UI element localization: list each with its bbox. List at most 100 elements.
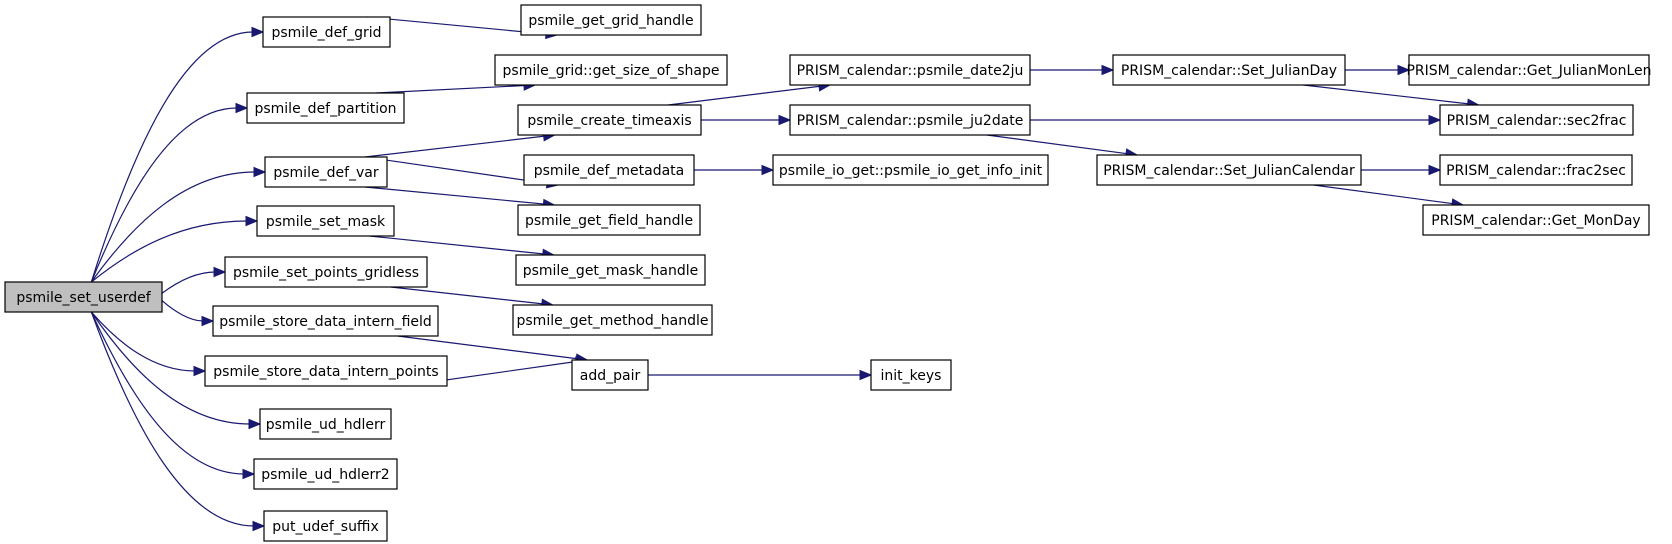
edge-arrowhead xyxy=(193,365,207,377)
graph-node[interactable]: psmile_def_metadata xyxy=(523,154,695,186)
node-label: put_udef_suffix xyxy=(272,519,379,535)
graph-node[interactable]: psmile_io_get::psmile_io_get_info_init xyxy=(772,154,1049,186)
graph-node[interactable]: psmile_get_mask_handle xyxy=(515,254,706,286)
node-label: psmile_create_timeaxis xyxy=(527,113,691,129)
nodes-layer: psmile_set_userdef psmile_def_grid psmile_… xyxy=(4,4,1652,542)
graph-node[interactable]: psmile_get_method_handle xyxy=(512,304,713,336)
edge-arrowhead xyxy=(252,520,266,532)
graph-node[interactable]: psmile_set_mask xyxy=(256,205,395,237)
graph-node[interactable]: psmile_def_var xyxy=(264,156,388,188)
node-label: PRISM_calendar::Set_JulianCalendar xyxy=(1103,163,1355,179)
graph-node[interactable]: psmile_grid::get_size_of_shape xyxy=(494,54,728,86)
node-label: psmile_get_grid_handle xyxy=(528,13,693,29)
graph-node[interactable]: psmile_create_timeaxis xyxy=(517,104,702,136)
edge-arrowhead xyxy=(242,468,256,480)
edge-arrowhead xyxy=(761,164,775,176)
edge-arrowhead xyxy=(245,215,259,227)
edge-arrowhead xyxy=(1428,114,1442,126)
node-box xyxy=(520,4,702,36)
graph-node[interactable]: psmile_ud_hdlerr2 xyxy=(253,458,398,490)
graph-node[interactable]: add_pair xyxy=(571,359,649,391)
graph-node[interactable]: psmile_set_userdef xyxy=(4,281,163,313)
edge-arrowhead xyxy=(213,266,227,278)
graph-node[interactable]: PRISM_calendar::psmile_ju2date xyxy=(789,104,1031,136)
graph-node[interactable]: init_keys xyxy=(870,359,952,391)
graph-node[interactable]: PRISM_calendar::frac2sec xyxy=(1439,154,1633,186)
graph-node[interactable]: psmile_store_data_intern_points xyxy=(204,355,448,387)
node-label: psmile_def_metadata xyxy=(534,163,685,179)
graph-node[interactable]: PRISM_calendar::Get_JulianMonLen xyxy=(1406,54,1652,86)
graph-node[interactable]: PRISM_calendar::Set_JulianCalendar xyxy=(1096,154,1362,186)
graph-edge xyxy=(667,85,821,106)
node-box xyxy=(264,156,388,188)
node-box xyxy=(1439,104,1634,136)
graph-edge xyxy=(90,171,256,283)
node-label: psmile_io_get::psmile_io_get_info_init xyxy=(779,163,1043,179)
node-label: psmile_def_partition xyxy=(254,101,396,117)
node-label: psmile_get_method_handle xyxy=(517,313,709,329)
graph-node[interactable]: psmile_get_field_handle xyxy=(517,204,701,236)
graph-node[interactable]: psmile_ud_hdlerr xyxy=(259,408,392,440)
node-label: psmile_store_data_intern_points xyxy=(213,364,438,380)
node-box xyxy=(1408,54,1650,86)
node-box xyxy=(1096,154,1362,186)
node-box xyxy=(870,359,952,391)
graph-edge xyxy=(367,16,548,35)
graph-node[interactable]: PRISM_calendar::psmile_date2ju xyxy=(789,54,1031,86)
graph-edge xyxy=(364,186,545,205)
graph-node[interactable]: PRISM_calendar::Get_MonDay xyxy=(1422,204,1650,236)
node-label: psmile_get_mask_handle xyxy=(523,263,699,279)
edge-arrowhead xyxy=(251,26,265,38)
node-label: psmile_def_var xyxy=(273,165,379,181)
node-label: psmile_set_userdef xyxy=(16,290,151,306)
node-box xyxy=(259,408,392,440)
node-box xyxy=(517,104,702,136)
node-box xyxy=(494,54,728,86)
graph-edge xyxy=(1313,184,1454,205)
graph-node[interactable]: PRISM_calendar::Set_JulianDay xyxy=(1112,54,1346,86)
graph-edge xyxy=(390,286,543,305)
node-label: psmile_grid::get_size_of_shape xyxy=(503,63,720,79)
graph-node[interactable]: put_udef_suffix xyxy=(263,510,388,542)
node-box xyxy=(263,510,388,542)
node-box xyxy=(571,359,649,391)
graph-node[interactable]: psmile_def_partition xyxy=(246,92,405,124)
graph-edge xyxy=(90,311,255,527)
graph-node[interactable]: psmile_def_grid xyxy=(262,16,391,48)
graph-node[interactable]: PRISM_calendar::sec2frac xyxy=(1439,104,1634,136)
node-box xyxy=(789,104,1031,136)
node-box xyxy=(772,154,1049,186)
graph-node[interactable]: psmile_store_data_intern_field xyxy=(212,305,439,337)
node-box xyxy=(512,304,713,336)
edge-arrowhead xyxy=(235,102,249,114)
node-label: PRISM_calendar::Get_JulianMonLen xyxy=(1406,63,1651,79)
edge-arrowhead xyxy=(1428,164,1442,176)
graph-edge xyxy=(364,156,549,185)
graph-edge xyxy=(90,220,248,283)
node-label: psmile_get_field_handle xyxy=(525,213,693,229)
node-label: psmile_ud_hdlerr2 xyxy=(261,467,389,483)
graph-edge xyxy=(364,135,545,158)
node-box xyxy=(204,355,448,387)
graph-node[interactable]: psmile_set_points_gridless xyxy=(224,256,428,288)
graph-edge xyxy=(1303,84,1469,105)
node-box xyxy=(1439,154,1633,186)
graph-edge xyxy=(90,107,238,283)
graph-edge xyxy=(90,311,196,372)
node-label: psmile_store_data_intern_field xyxy=(219,314,432,330)
graph-node[interactable]: psmile_get_grid_handle xyxy=(520,4,702,36)
node-label: psmile_set_mask xyxy=(266,214,386,230)
graph-edge xyxy=(397,335,578,360)
node-label: PRISM_calendar::Get_MonDay xyxy=(1431,213,1640,229)
root-node-box xyxy=(4,281,163,313)
node-box xyxy=(523,154,695,186)
node-box xyxy=(1112,54,1346,86)
edge-arrowhead xyxy=(778,114,792,126)
graph-edge xyxy=(90,31,254,283)
edge-arrowhead xyxy=(859,369,873,381)
edge-arrowhead xyxy=(201,315,215,327)
edge-arrowhead xyxy=(1397,64,1411,76)
graph-edge xyxy=(986,134,1128,155)
node-box xyxy=(515,254,706,286)
